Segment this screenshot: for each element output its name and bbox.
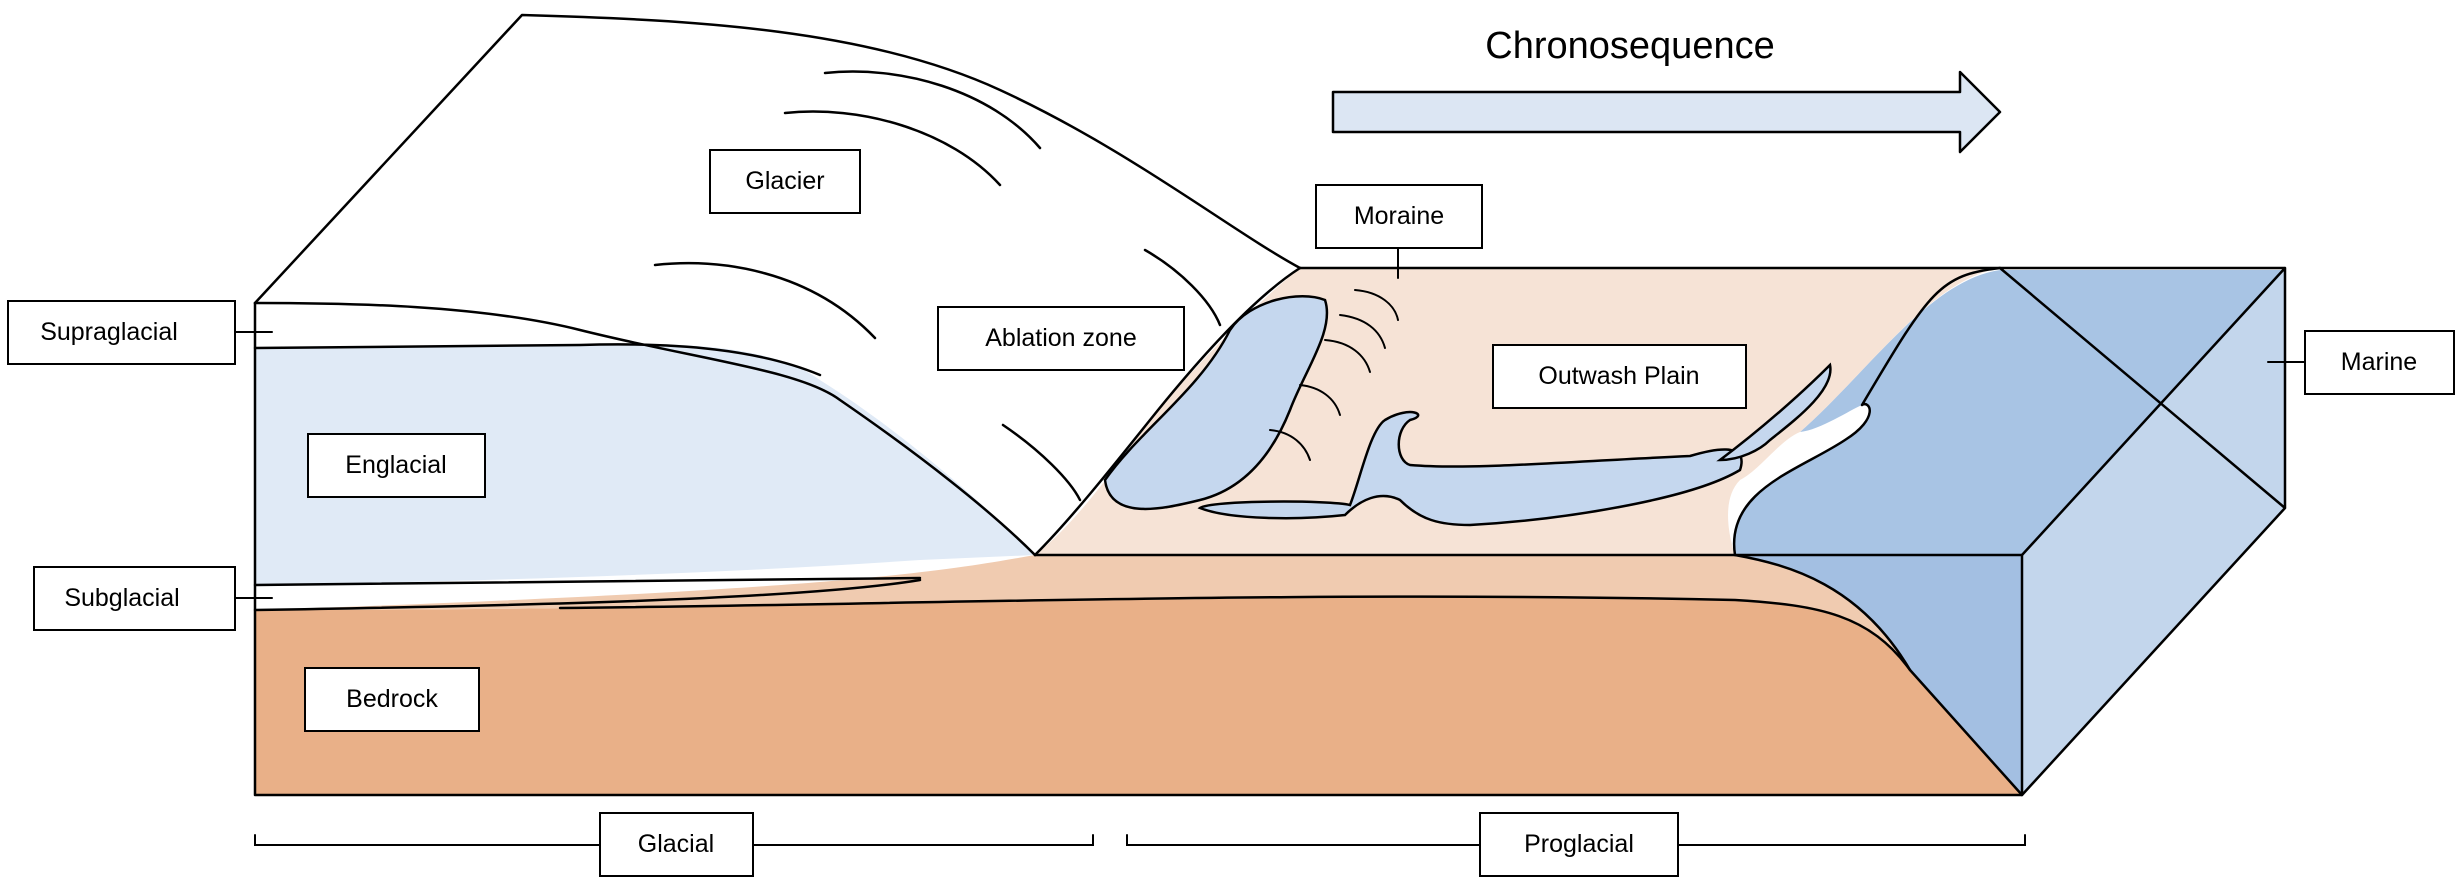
marine-label: Marine (2305, 331, 2454, 394)
svg-text:Glacial: Glacial (638, 830, 714, 858)
proglacial-zone-label: Proglacial (1480, 813, 1678, 876)
moraine-label: Moraine (1316, 185, 1482, 248)
outwash-plain-label: Outwash Plain (1493, 345, 1746, 408)
svg-text:Subglacial: Subglacial (64, 584, 179, 612)
glacier-label: Glacier (710, 150, 860, 213)
svg-text:Supraglacial: Supraglacial (40, 318, 178, 346)
svg-text:Englacial: Englacial (345, 451, 446, 479)
svg-text:Bedrock: Bedrock (346, 685, 438, 713)
svg-text:Proglacial: Proglacial (1524, 830, 1634, 858)
glacial-zone-label: Glacial (600, 813, 753, 876)
englacial-label: Englacial (308, 434, 485, 497)
svg-text:Moraine: Moraine (1354, 202, 1444, 230)
subglacial-label: Subglacial (34, 567, 235, 630)
svg-text:Ablation zone: Ablation zone (985, 324, 1137, 352)
supraglacial-label: Supraglacial (8, 301, 235, 364)
svg-text:Outwash Plain: Outwash Plain (1538, 362, 1699, 390)
svg-text:Marine: Marine (2341, 348, 2417, 376)
chronosequence-arrow (1333, 72, 2000, 152)
bedrock-layer (255, 597, 2022, 795)
bedrock-label: Bedrock (305, 668, 479, 731)
ablation-zone-label: Ablation zone (938, 307, 1184, 370)
chronosequence-title: Chronosequence (1485, 25, 1774, 67)
svg-text:Glacier: Glacier (745, 167, 824, 195)
